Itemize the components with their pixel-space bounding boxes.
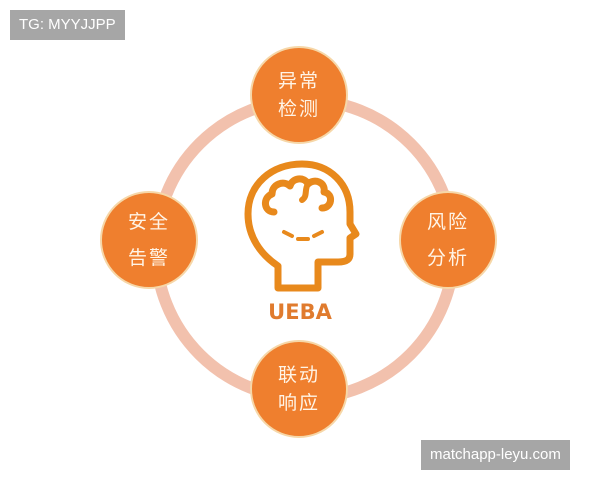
- node-risk-analysis: 风险 分析: [399, 191, 497, 289]
- node-security-alert: 安全 告警: [100, 191, 198, 289]
- node-text-line1: 安全: [127, 211, 170, 233]
- node-text-line2: 告警: [127, 247, 170, 269]
- node-text-line2: 响应: [277, 392, 320, 414]
- ueba-label: UEBA: [268, 300, 332, 324]
- head-brain-icon: [244, 160, 360, 292]
- node-text-line2: 分析: [426, 247, 469, 269]
- node-text-line1: 风险: [426, 211, 469, 233]
- node-linked-response: 联动 响应: [250, 340, 348, 438]
- watermark-top-left: TG: MYYJJPP: [10, 10, 125, 40]
- watermark-bottom-right: matchapp-leyu.com: [421, 440, 570, 470]
- node-anomaly-detection: 异常 检测: [250, 46, 348, 144]
- node-text-line1: 联动: [277, 364, 320, 386]
- node-text-line1: 异常: [277, 70, 320, 92]
- node-text-line2: 检测: [277, 98, 320, 120]
